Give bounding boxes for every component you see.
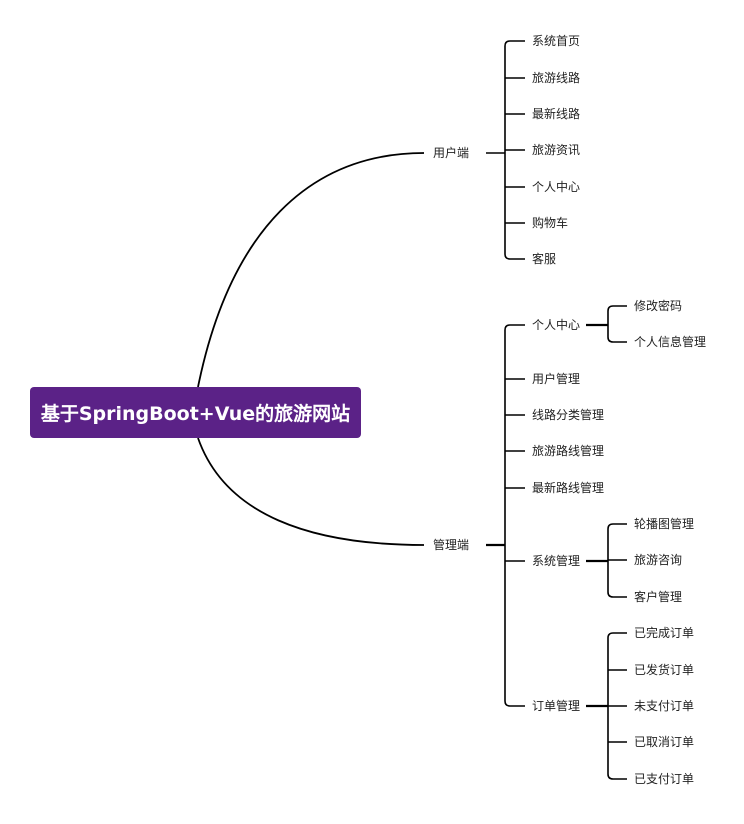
grandchild-node: 已完成订单 xyxy=(634,626,695,640)
grandchild-node: 已发货订单 xyxy=(634,663,695,677)
child-node: 客服 xyxy=(532,252,557,266)
child-node: 系统管理 xyxy=(532,554,581,568)
child-node: 系统首页 xyxy=(532,34,581,48)
child-node: 最新线路 xyxy=(532,107,581,121)
grandchild-node: 已取消订单 xyxy=(634,735,695,749)
root-node: 基于SpringBoot+Vue的旅游网站 xyxy=(30,387,361,438)
connector-branch-1-children-trunk xyxy=(504,324,525,707)
grandchild-node: 已支付订单 xyxy=(634,772,695,786)
grandchild-node: 客户管理 xyxy=(634,590,683,604)
root-node-label: 基于SpringBoot+Vue的旅游网站 xyxy=(40,403,351,425)
connector-root-to-branch-1 xyxy=(197,437,425,546)
branch-node: 管理端 xyxy=(433,538,470,552)
grandchild-node: 旅游咨询 xyxy=(634,553,683,567)
grandchild-node: 未支付订单 xyxy=(634,699,695,713)
child-node: 用户管理 xyxy=(532,372,581,386)
branch-node: 用户端 xyxy=(433,146,470,160)
grandchild-node: 个人信息管理 xyxy=(634,335,707,349)
connector-sub-children-trunk xyxy=(607,305,627,343)
child-node: 线路分类管理 xyxy=(532,408,605,422)
child-node: 购物车 xyxy=(532,216,569,230)
child-node: 个人中心 xyxy=(532,318,581,332)
grandchild-node: 轮播图管理 xyxy=(634,517,695,531)
child-node: 订单管理 xyxy=(532,699,581,713)
child-node: 旅游线路 xyxy=(532,71,581,85)
child-node: 个人中心 xyxy=(532,180,581,194)
child-node: 旅游资讯 xyxy=(532,143,581,157)
child-node: 最新路线管理 xyxy=(532,481,605,495)
child-node: 旅游路线管理 xyxy=(532,444,605,458)
grandchild-node: 修改密码 xyxy=(634,299,683,313)
connector-root-to-branch-0 xyxy=(197,152,425,388)
